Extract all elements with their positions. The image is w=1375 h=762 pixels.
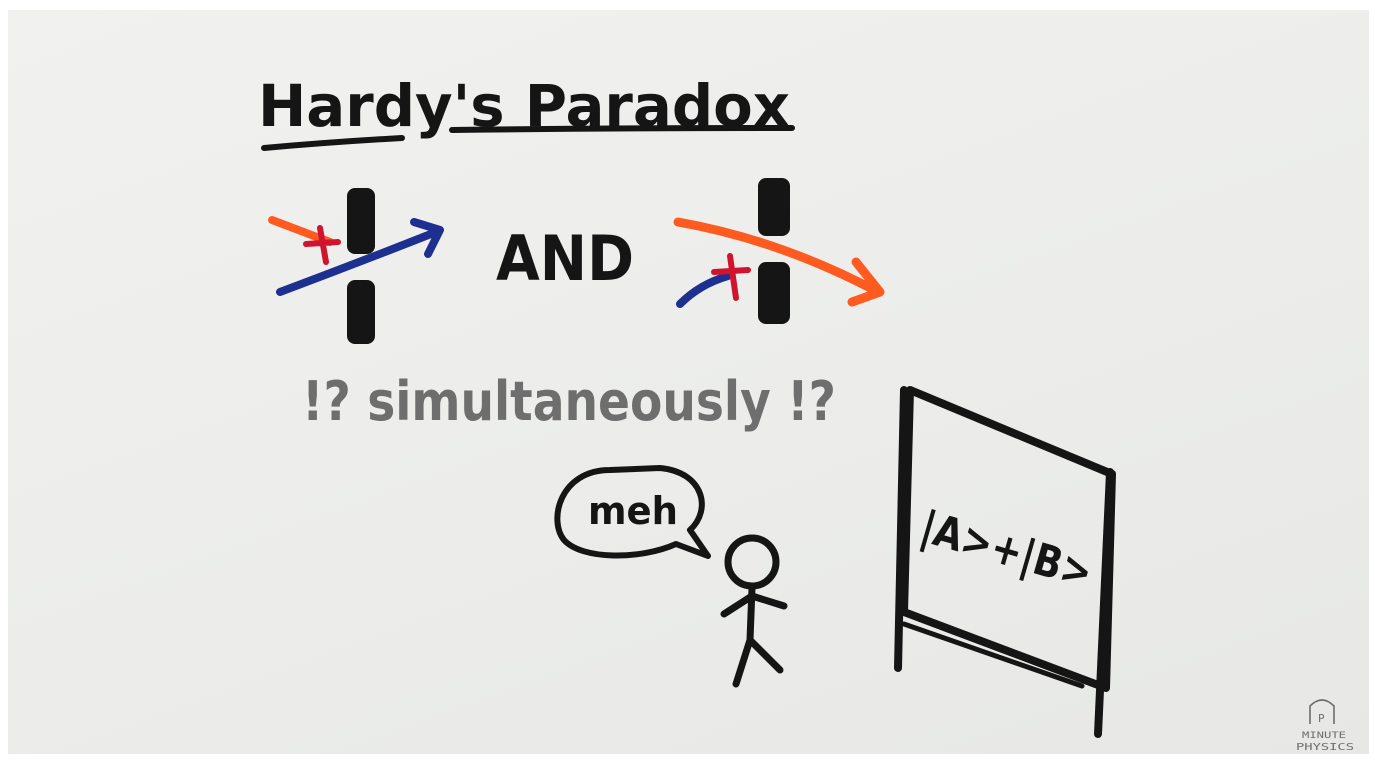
title-underline-left [261,135,405,151]
right-orange-arrowhead [847,257,885,307]
right-red-cross [711,253,751,301]
logo-monogram-arch [1309,699,1335,724]
right-blue-arrow-path [676,272,732,308]
whiteboard-easel: |A>+|B> [894,386,1116,738]
left-red-cross [303,225,341,265]
right-wall-top [758,178,790,236]
board-equation: |A>+|B> [915,502,1098,600]
stick-figure-body [720,584,788,688]
stick-figure-head [724,534,780,590]
logo-line1: MINUTE [1302,731,1346,741]
logo-monogram: P [1318,712,1325,725]
paper-background [8,10,1369,754]
board-frame [900,386,1116,692]
board-tray [901,621,1085,689]
board-legs [894,386,1114,738]
minute-physics-logo: P MINUTE PHYSICS [1296,699,1354,753]
left-blue-arrowhead [410,218,444,258]
speech-bubble-text: meh [588,489,678,533]
speech-bubble [554,465,711,559]
left-blue-arrow-path [276,228,440,296]
logo-line2: PHYSICS [1296,742,1354,753]
stick-figure [720,534,788,688]
left-wall-bottom [347,280,375,344]
title-underline-right [449,125,795,133]
subtitle-text: !? simultaneously !? [302,370,836,433]
right-wall-bottom [758,262,790,324]
and-text: AND [496,222,634,295]
left-wall-top [347,188,375,254]
right-orange-arrow-path [673,217,883,297]
